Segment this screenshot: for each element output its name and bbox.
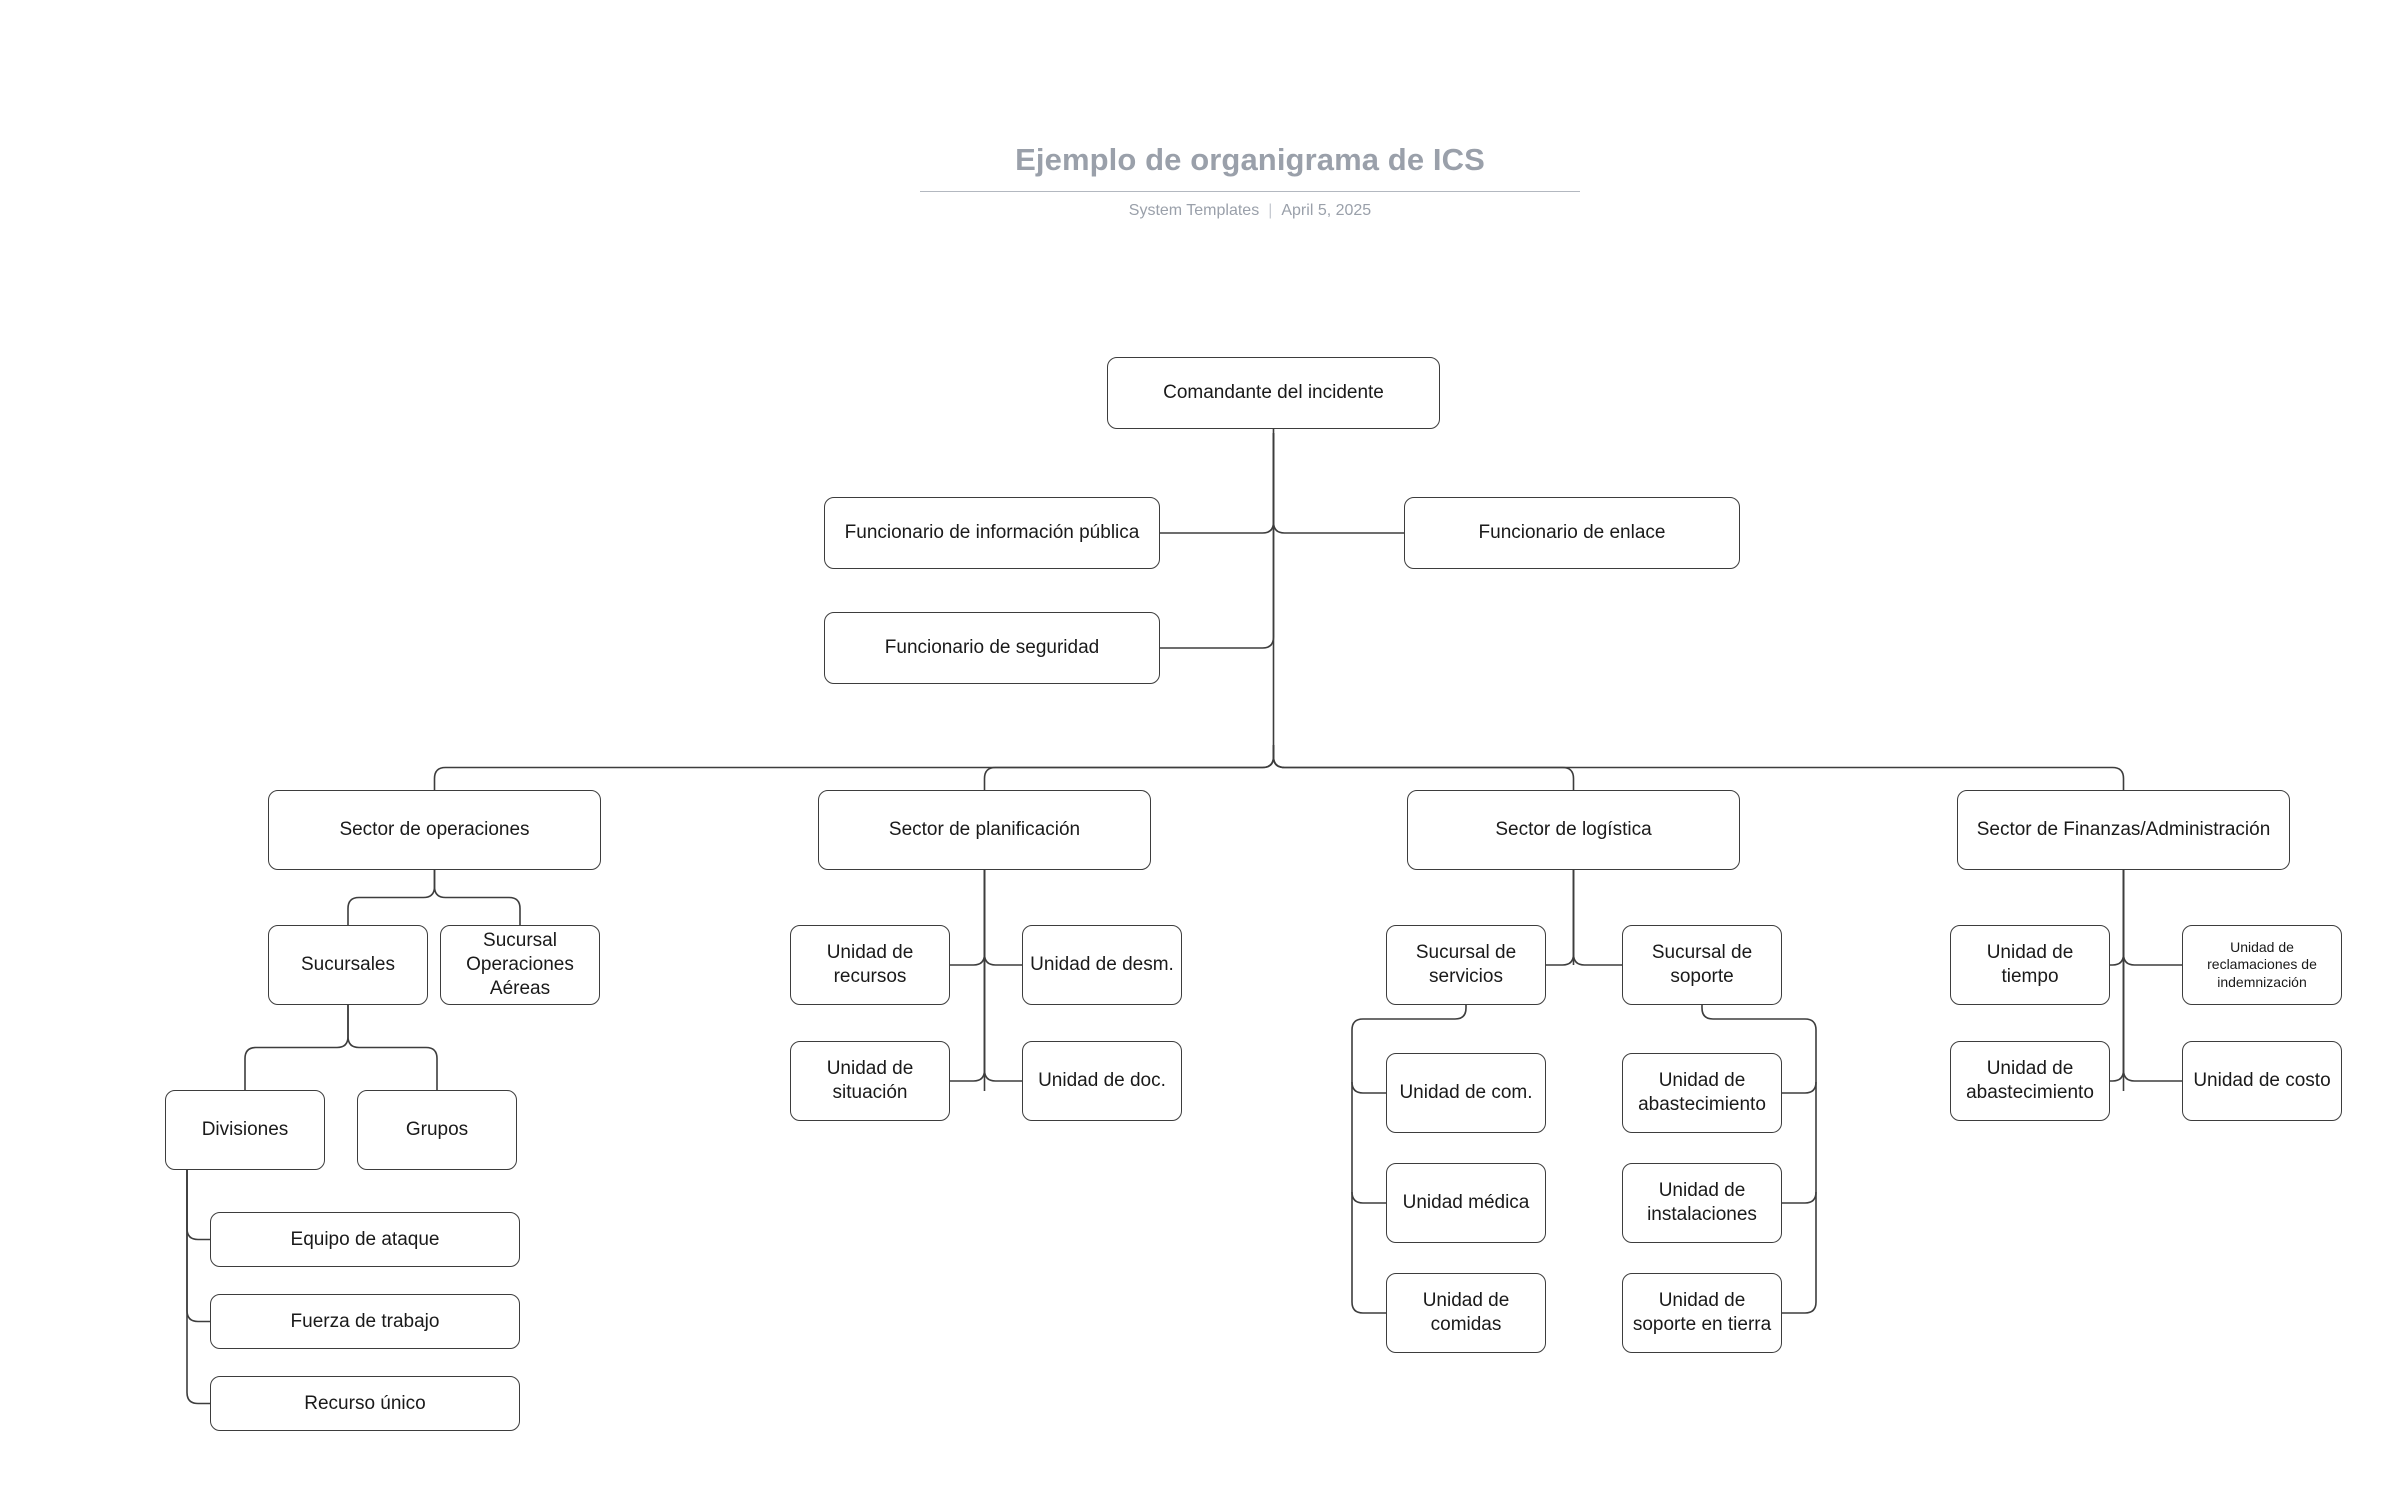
rail-support xyxy=(1701,1005,1817,1314)
org-node-label: Funcionario de seguridad xyxy=(884,637,1100,659)
org-node-log[interactable]: Sector de logística xyxy=(1407,790,1740,870)
org-node-branches[interactable]: Sucursales xyxy=(268,925,428,1005)
link-ops-airops xyxy=(433,870,521,925)
org-node-label: Sucursal Operaciones Aéreas xyxy=(466,930,574,999)
org-node-u-claims[interactable]: Unidad de reclamaciones de indemnización xyxy=(2182,925,2342,1005)
org-node-u-doc[interactable]: Unidad de doc. xyxy=(1022,1041,1182,1121)
org-node-label: Unidad de tiempo xyxy=(1986,942,2074,987)
link-ops-branches xyxy=(347,870,436,925)
org-node-fin[interactable]: Sector de Finanzas/Administración xyxy=(1957,790,2290,870)
document-subtitle: System Templates | April 5, 2025 xyxy=(920,202,1580,220)
link-plan-resources xyxy=(950,870,986,966)
org-node-label: Sucursal de servicios xyxy=(1415,942,1517,987)
org-node-label: Unidad de comidas xyxy=(1422,1290,1510,1335)
org-node-u-supply-f[interactable]: Unidad de abastecimiento xyxy=(1950,1041,2110,1121)
org-node-air-ops[interactable]: Sucursal Operaciones Aéreas xyxy=(440,925,600,1005)
rail-services xyxy=(1351,1005,1467,1314)
link-fin-claims xyxy=(2122,870,2182,966)
org-node-u-ground[interactable]: Unidad de soporte en tierra xyxy=(1622,1273,1782,1353)
tap-support-u-facilities xyxy=(1782,1191,1817,1204)
link-log-services xyxy=(1546,870,1575,966)
link-divisions-task-force xyxy=(186,1170,210,1323)
org-node-label: Unidad de com. xyxy=(1399,1082,1533,1104)
org-node-sup-branch[interactable]: Sucursal de soporte xyxy=(1622,925,1782,1005)
org-node-commander[interactable]: Comandante del incidente xyxy=(1107,357,1440,429)
org-node-label: Unidad de costo xyxy=(2193,1070,2331,1092)
link-plan-situation xyxy=(950,870,986,1082)
org-node-u-situation[interactable]: Unidad de situación xyxy=(790,1041,950,1121)
org-node-label: Comandante del incidente xyxy=(1163,382,1384,404)
org-node-label: Unidad de soporte en tierra xyxy=(1632,1290,1772,1335)
org-node-label: Sector de logística xyxy=(1495,819,1652,841)
org-node-label: Divisiones xyxy=(201,1119,289,1141)
org-node-pio[interactable]: Funcionario de información pública xyxy=(824,497,1160,569)
link-log-support xyxy=(1572,870,1622,966)
org-node-svc-branch[interactable]: Sucursal de servicios xyxy=(1386,925,1546,1005)
org-node-groups[interactable]: Grupos xyxy=(357,1090,517,1170)
org-node-label: Unidad de instalaciones xyxy=(1647,1180,1757,1225)
org-node-label: Sucursales xyxy=(301,954,395,976)
org-node-ops[interactable]: Sector de operaciones xyxy=(268,790,601,870)
link-fin-supply xyxy=(2110,870,2125,1082)
org-node-task-force[interactable]: Fuerza de trabajo xyxy=(210,1294,520,1349)
org-node-label: Unidad de situación xyxy=(826,1058,914,1103)
org-node-label: Unidad de recursos xyxy=(826,942,914,987)
link-fin-cost xyxy=(2122,870,2182,1082)
org-node-label: Unidad de abastecimiento xyxy=(1638,1070,1766,1115)
subtitle-separator: | xyxy=(1268,202,1273,219)
bus-fin xyxy=(1272,745,2125,790)
link-plan-demob xyxy=(983,870,1022,966)
org-node-u-supply-l[interactable]: Unidad de abastecimiento xyxy=(1622,1053,1782,1133)
org-node-u-food[interactable]: Unidad de comidas xyxy=(1386,1273,1546,1353)
link-plan-doc xyxy=(983,870,1022,1082)
org-node-label: Equipo de ataque xyxy=(290,1228,440,1250)
org-node-label: Funcionario de información pública xyxy=(844,522,1140,544)
date-label: April 5, 2025 xyxy=(1281,202,1372,219)
link-fin-time xyxy=(2110,870,2125,966)
org-node-u-resources[interactable]: Unidad de recursos xyxy=(790,925,950,1005)
link-commander-liaison xyxy=(1272,433,1404,534)
org-node-u-cost[interactable]: Unidad de costo xyxy=(2182,1041,2342,1121)
tap-services-u-medical xyxy=(1351,1191,1386,1204)
org-node-liaison[interactable]: Funcionario de enlace xyxy=(1404,497,1740,569)
org-node-u-time[interactable]: Unidad de tiempo xyxy=(1950,925,2110,1005)
link-branches-divisions xyxy=(244,1005,349,1090)
org-node-label: Unidad de abastecimiento xyxy=(1966,1058,2094,1103)
org-node-single-res[interactable]: Recurso único xyxy=(210,1376,520,1431)
link-commander-safety xyxy=(1160,433,1275,649)
bus-plan xyxy=(983,745,1275,790)
org-node-label: Unidad médica xyxy=(1402,1192,1530,1214)
org-node-label: Fuerza de trabajo xyxy=(290,1310,440,1332)
org-node-label: Funcionario de enlace xyxy=(1478,522,1666,544)
link-branches-groups xyxy=(347,1005,438,1090)
link-divisions-single-res xyxy=(186,1170,210,1405)
org-node-label: Recurso único xyxy=(304,1392,426,1414)
page-title: Ejemplo de organigrama de ICS xyxy=(1015,142,1485,177)
org-node-label: Unidad de reclamaciones de indemnización xyxy=(2207,938,2317,990)
org-node-u-demob[interactable]: Unidad de desm. xyxy=(1022,925,1182,1005)
org-node-u-comm[interactable]: Unidad de com. xyxy=(1386,1053,1546,1133)
org-node-label: Grupos xyxy=(405,1119,469,1141)
org-node-safety[interactable]: Funcionario de seguridad xyxy=(824,612,1160,684)
org-node-label: Sector de planificación xyxy=(888,819,1081,841)
org-node-u-facilities[interactable]: Unidad de instalaciones xyxy=(1622,1163,1782,1243)
org-node-strike-team[interactable]: Equipo de ataque xyxy=(210,1212,520,1267)
org-node-label: Unidad de desm. xyxy=(1030,954,1174,976)
org-node-label: Sector de Finanzas/Administración xyxy=(1976,819,2271,841)
tap-services-u-comm xyxy=(1351,1081,1386,1094)
org-node-plan[interactable]: Sector de planificación xyxy=(818,790,1151,870)
org-node-u-medical[interactable]: Unidad médica xyxy=(1386,1163,1546,1243)
title-divider xyxy=(920,191,1580,192)
author-label: System Templates xyxy=(1128,202,1260,219)
org-node-label: Sector de operaciones xyxy=(339,819,530,841)
org-node-divisions[interactable]: Divisiones xyxy=(165,1090,325,1170)
org-node-label: Unidad de doc. xyxy=(1038,1070,1166,1092)
link-commander-pio xyxy=(1160,433,1275,534)
tap-support-u-supply-l xyxy=(1782,1081,1817,1094)
link-divisions-strike-team xyxy=(186,1170,210,1241)
org-node-label: Sucursal de soporte xyxy=(1651,942,1753,987)
